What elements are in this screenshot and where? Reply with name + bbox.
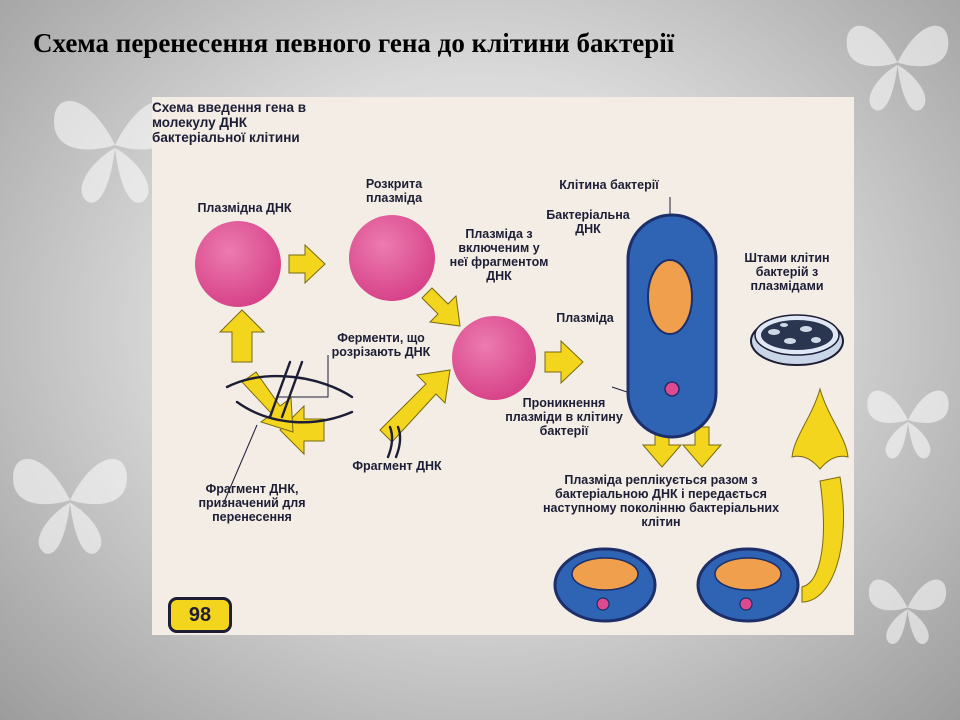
arrow-down-right-icon	[421, 287, 461, 327]
arrow-up-icon	[218, 309, 266, 363]
textbook-figure: Схема введення гена в молекулу ДНК бакте…	[152, 97, 854, 635]
daughter-cell-dna	[714, 557, 782, 591]
label-replication: Плазміда реплікується разом з бактеріаль…	[542, 473, 780, 529]
arrow-down-left-icon	[241, 371, 294, 433]
gene-transfer-diagram	[195, 197, 849, 623]
label-plasmid-penetration: Проникнення плазміди в клітину бактерії	[505, 396, 623, 438]
daughter-cell-dna	[571, 557, 639, 591]
arrow-right-icon	[544, 339, 584, 385]
figure-heading: Схема введення гена в молекулу ДНК бакте…	[152, 100, 307, 145]
label-bacterial-cell: Клітина бактерії	[559, 178, 659, 192]
arrow-down-icon	[681, 426, 723, 468]
arrow-up-right-icon	[379, 369, 451, 443]
label-plasmid-with-fragment: Плазміда з включеним у неї фрагментом ДН…	[449, 227, 549, 283]
page-number-badge: 98	[168, 597, 232, 633]
bacterial-dna-shape	[647, 259, 693, 335]
label-bacterial-dna: Бактеріальна ДНК	[546, 208, 630, 236]
arrow-right-icon	[288, 243, 326, 285]
label-strains: Штами клітин бактерій з плазмідами	[744, 251, 830, 293]
label-plasmid: Плазміда	[556, 311, 614, 325]
recombinant-plasmid-circle	[452, 316, 536, 400]
butterfly-decoration-icon	[13, 458, 127, 554]
opened-plasmid-circle	[349, 215, 435, 301]
butterfly-decoration-icon	[867, 390, 949, 459]
butterfly-decoration-icon	[868, 579, 947, 645]
curved-arrow-up-icon	[791, 387, 849, 603]
slide-title: Схема перенесення певного гена до клітин…	[33, 28, 675, 58]
plasmid-dna-circle	[195, 221, 281, 307]
label-fragment-for-transfer: Фрагмент ДНК, призначений для перенесенн…	[198, 482, 306, 524]
daughter-cell-plasmid	[739, 597, 753, 611]
label-plasmid-dna: Плазмідна ДНК	[197, 201, 292, 215]
arrow-left-icon	[279, 404, 325, 456]
butterfly-decoration-icon	[54, 100, 176, 203]
label-dna-fragment: Фрагмент ДНК	[352, 459, 442, 473]
label-opened-plasmid: Розкрита плазміда	[365, 177, 423, 205]
butterfly-decoration-icon	[846, 25, 949, 111]
label-enzymes: Ферменти, що розрізають ДНК	[331, 331, 431, 359]
daughter-cell-plasmid	[596, 597, 610, 611]
petri-dish	[750, 314, 844, 366]
plasmid-dot	[664, 381, 680, 397]
